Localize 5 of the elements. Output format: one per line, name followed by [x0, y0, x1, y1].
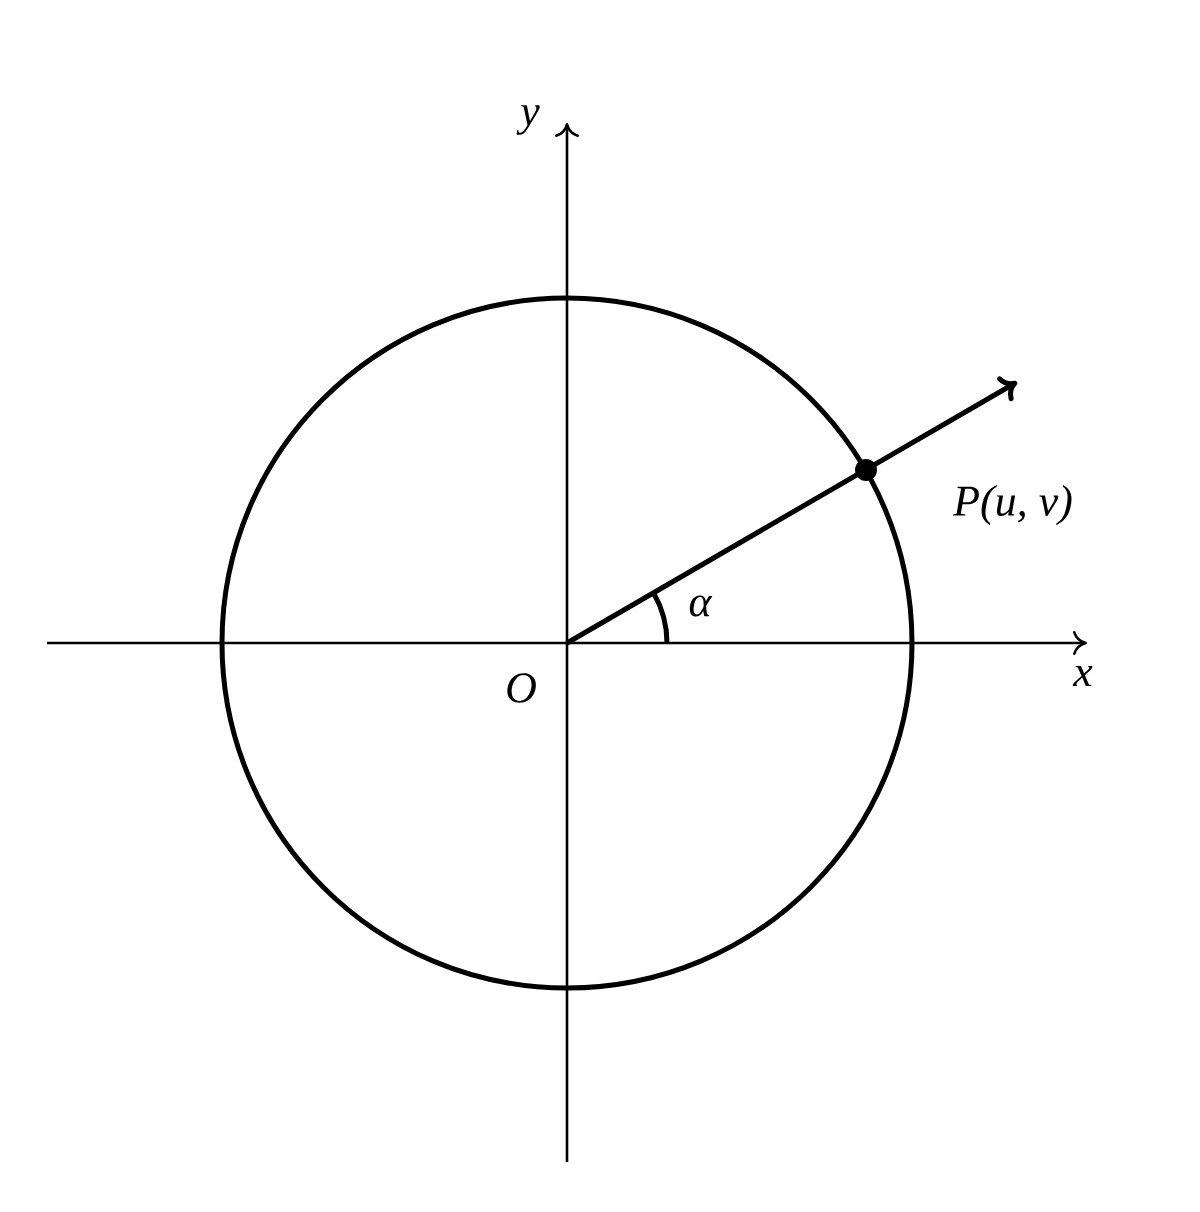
y-axis-label: y	[516, 105, 540, 135]
angle-label: α	[689, 595, 713, 617]
point-label: P(u, v)	[952, 485, 1072, 525]
origin-label: O	[507, 673, 536, 703]
x-axis-label: x	[1072, 665, 1093, 687]
